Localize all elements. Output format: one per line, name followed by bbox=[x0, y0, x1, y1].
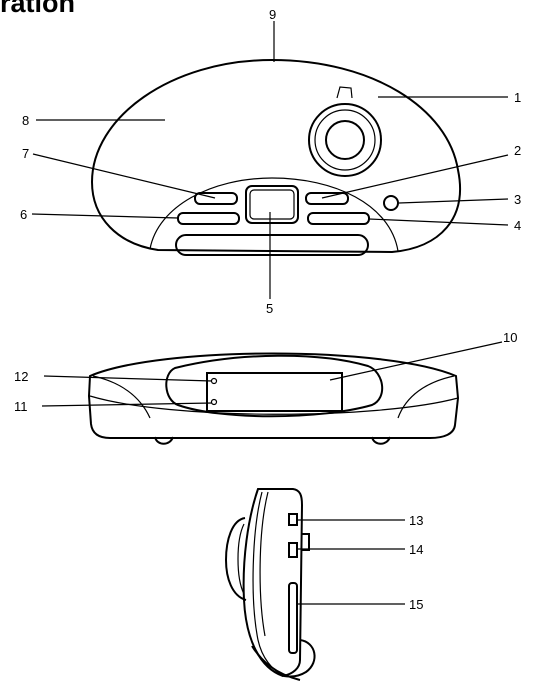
bottom-edge bbox=[92, 375, 151, 419]
callout-3: 3 bbox=[514, 192, 521, 207]
screw-bottom bbox=[210, 398, 218, 406]
bottom-body-outline bbox=[87, 352, 460, 439]
button-6 bbox=[177, 212, 240, 225]
side-inner-curve-2 bbox=[259, 491, 269, 637]
section-heading: ration bbox=[0, 0, 76, 18]
center-button-inner bbox=[249, 189, 295, 220]
callout-6: 6 bbox=[20, 207, 27, 222]
callout-1: 1 bbox=[514, 90, 521, 105]
bottom-view: 10 12 11 bbox=[14, 330, 517, 445]
button-7 bbox=[194, 192, 238, 205]
switch-13 bbox=[288, 513, 298, 526]
callout-5: 5 bbox=[266, 301, 273, 316]
button-2 bbox=[305, 192, 349, 205]
foot-left bbox=[154, 436, 174, 445]
callout-12: 12 bbox=[14, 369, 28, 384]
front-view: 9 8 7 6 5 1 2 3 4 bbox=[20, 7, 521, 316]
body-outline bbox=[90, 58, 461, 254]
callout-7: 7 bbox=[22, 146, 29, 161]
side-knob bbox=[224, 517, 247, 601]
side-body-outline bbox=[242, 488, 304, 678]
callout-11: 11 bbox=[14, 399, 28, 414]
side-inner-curve bbox=[252, 491, 285, 677]
callout-8: 8 bbox=[22, 113, 29, 128]
side-knob-inner bbox=[237, 523, 245, 595]
speaker-knob bbox=[308, 86, 382, 177]
callout-9: 9 bbox=[269, 7, 276, 22]
foot-right bbox=[371, 436, 391, 445]
front-slot bbox=[175, 234, 369, 256]
side-base bbox=[251, 645, 301, 681]
battery-recess bbox=[165, 354, 383, 418]
indicator-light bbox=[383, 195, 399, 211]
callout-2: 2 bbox=[514, 143, 521, 158]
switch-14 bbox=[288, 542, 298, 558]
callout-15: 15 bbox=[409, 597, 423, 612]
button-4 bbox=[307, 212, 370, 225]
slot-15 bbox=[288, 582, 298, 654]
callout-14: 14 bbox=[409, 542, 423, 557]
callout-13: 13 bbox=[409, 513, 423, 528]
control-panel-outline bbox=[149, 177, 399, 252]
side-tab bbox=[302, 533, 310, 551]
bottom-edge-right bbox=[397, 375, 455, 419]
side-view: 13 14 15 bbox=[224, 488, 423, 681]
screw-top bbox=[210, 377, 218, 385]
center-button bbox=[245, 185, 299, 224]
callout-4: 4 bbox=[514, 218, 521, 233]
battery-door bbox=[206, 372, 343, 412]
callout-10: 10 bbox=[503, 330, 517, 345]
